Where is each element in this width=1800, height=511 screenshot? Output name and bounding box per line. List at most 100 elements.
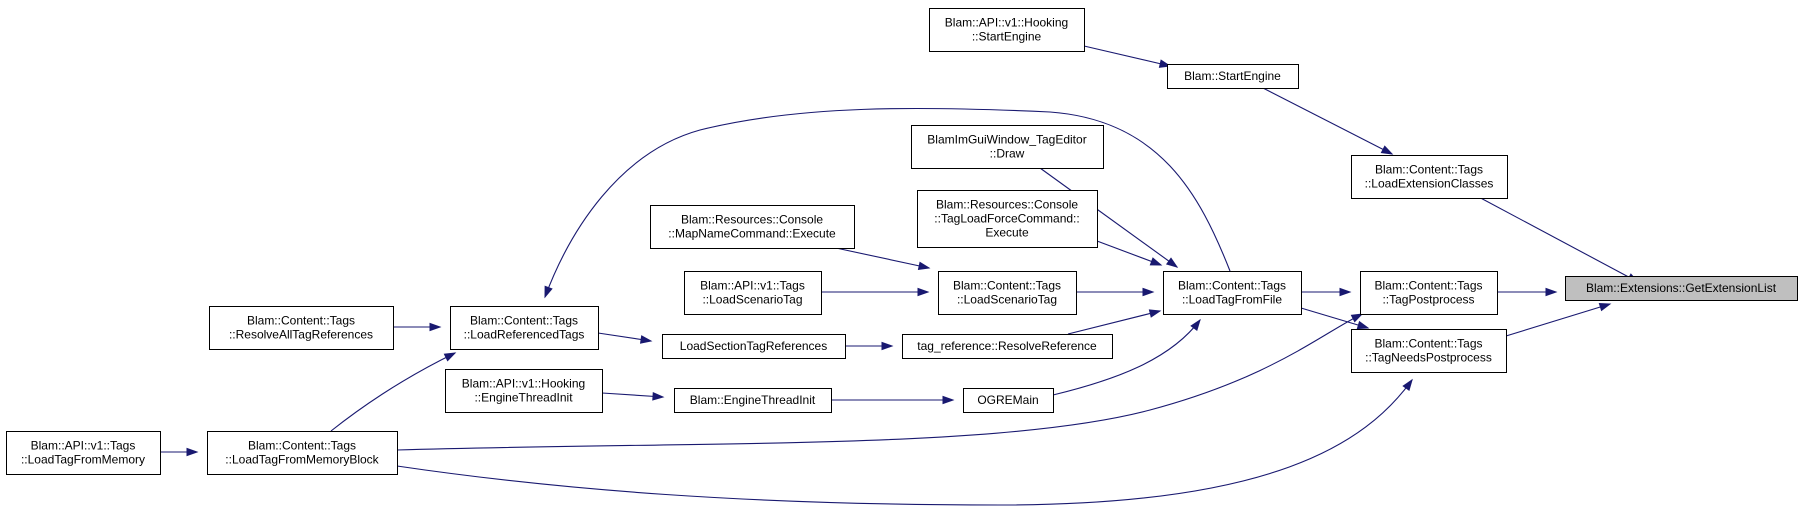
node-box — [650, 205, 855, 249]
node-engine-thread-init[interactable]: Blam::EngineThreadInit — [674, 388, 832, 413]
node-start-engine[interactable]: Blam::StartEngine — [1167, 64, 1299, 89]
node-box — [662, 334, 846, 359]
node-label-line: ::EngineThreadInit — [474, 391, 573, 405]
node-label-line: Blam::API::v1::Tags — [700, 279, 805, 293]
node-get-ext-list: Blam::Extensions::GetExtensionList — [1565, 276, 1798, 301]
node-label-line: ::LoadReferencedTags — [464, 328, 585, 342]
edge-line — [1096, 240, 1162, 266]
node-label-line: Blam::EngineThreadInit — [690, 393, 816, 407]
edge-engine_thread_init-to-ogre_main — [831, 395, 955, 405]
arrowhead — [1142, 287, 1155, 297]
node-label-line: BlamImGuiWindow_TagEditor — [927, 133, 1086, 147]
arrowhead — [1598, 302, 1612, 312]
node-box — [938, 271, 1077, 315]
node-api-load-tag-from-memory[interactable]: Blam::API::v1::Tags::LoadTagFromMemory — [6, 431, 161, 475]
node-label-line: ::TagPostprocess — [1382, 293, 1474, 307]
edge-load_scenario_tag-to-load_tag_from_file — [1076, 287, 1155, 297]
edge-gui_tag_editor_draw-to-load_tag_from_file — [1039, 167, 1179, 268]
node-api-start-engine[interactable]: Blam::API::v1::Hooking::StartEngine — [929, 8, 1085, 52]
node-resolve-all-tag-refs[interactable]: Blam::Content::Tags::ResolveAllTagRefere… — [209, 306, 394, 350]
arrowhead — [1190, 318, 1201, 331]
arrowhead — [881, 341, 894, 351]
edge-load_tag_from_file-to-load_referenced_tags — [544, 107, 1231, 299]
node-load-section-tag-refs[interactable]: LoadSectionTagReferences — [662, 334, 846, 359]
node-map-name-cmd[interactable]: Blam::Resources::Console::MapNameCommand… — [650, 205, 855, 249]
node-tag-load-force-cmd[interactable]: Blam::Resources::Console::TagLoadForceCo… — [917, 190, 1098, 248]
node-label-line: Blam::StartEngine — [1184, 69, 1281, 83]
node-load-referenced-tags[interactable]: Blam::Content::Tags::LoadReferencedTags — [450, 306, 599, 350]
node-box — [209, 306, 394, 350]
node-box — [684, 271, 822, 315]
node-label-line: ::StartEngine — [972, 30, 1042, 44]
edge-line — [396, 313, 1363, 451]
node-box — [917, 190, 1098, 248]
edge-load_tag_from_memory_block-to-load_referenced_tags — [330, 352, 457, 432]
arrowhead — [652, 392, 665, 401]
edge-line — [1083, 45, 1171, 67]
edge-load_tag_from_file-to-tag_needs_postprocess — [1300, 307, 1370, 330]
node-box — [674, 388, 832, 413]
node-box — [902, 334, 1113, 359]
edge-start_engine-to-load_ext_classes — [1262, 87, 1394, 155]
edge-load_tag_from_file-to-tag_postprocess — [1301, 287, 1352, 297]
node-resolve-reference[interactable]: tag_reference::ResolveReference — [902, 334, 1113, 359]
node-tag-needs-postprocess[interactable]: Blam::Content::Tags::TagNeedsPostprocess — [1351, 329, 1507, 373]
edge-api_engine_thread_init-to-engine_thread_init — [601, 392, 665, 401]
edge-tag_load_force_cmd-to-load_tag_from_file — [1096, 240, 1163, 266]
node-label-line: Blam::Extensions::GetExtensionList — [1586, 281, 1777, 295]
edge-api_start_engine-to-start_engine — [1083, 45, 1172, 68]
node-box — [1167, 64, 1299, 89]
edge-resolve_reference-to-load_tag_from_file — [1067, 309, 1162, 335]
node-label-line: LoadSectionTagReferences — [680, 339, 827, 353]
node-label-line: Blam::Content::Tags — [953, 279, 1061, 293]
node-load-scenario-tag[interactable]: Blam::Content::Tags::LoadScenarioTag — [938, 271, 1077, 315]
edge-line — [1505, 303, 1611, 337]
node-box — [207, 431, 398, 475]
node-tag-postprocess[interactable]: Blam::Content::Tags::TagPostprocess — [1360, 271, 1498, 315]
node-box — [929, 8, 1085, 52]
arrowhead — [429, 322, 442, 332]
node-label-line: Blam::API::v1::Hooking — [462, 377, 585, 391]
node-label-line: ::TagLoadForceCommand:: — [934, 212, 1079, 226]
edge-api_load_tag_from_memory-to-load_tag_from_memory_block — [160, 447, 199, 457]
node-label-line: ::LoadExtensionClasses — [1365, 177, 1494, 191]
node-label-line: Blam::Content::Tags — [1374, 337, 1482, 351]
node-label-line: Blam::API::v1::Hooking — [945, 16, 1068, 30]
arrowhead — [1356, 320, 1370, 330]
edge-load_section_tag_refs-to-resolve_reference — [845, 341, 894, 351]
nodes-layer: Blam::Extensions::GetExtensionListBlam::… — [6, 8, 1798, 475]
edge-line — [835, 247, 930, 269]
node-label-line: Blam::Resources::Console — [681, 213, 823, 227]
node-label-line: Blam::Content::Tags — [247, 314, 355, 328]
node-label-line: Blam::Resources::Console — [936, 198, 1078, 212]
edge-line — [1067, 310, 1161, 335]
node-api-engine-thread-init[interactable]: Blam::API::v1::Hooking::EngineThreadInit — [445, 369, 603, 413]
arrowhead — [917, 287, 930, 297]
edge-api_load_scenario_tag-to-load_scenario_tag — [821, 287, 930, 297]
arrowhead — [917, 261, 931, 271]
node-label-line: Blam::API::v1::Tags — [31, 439, 136, 453]
node-label-line: ::TagNeedsPostprocess — [1365, 351, 1492, 365]
node-label-line: ::LoadScenarioTag — [702, 293, 802, 307]
node-label-line: ::LoadTagFromMemoryBlock — [225, 453, 379, 467]
node-ogre-main[interactable]: OGREMain — [963, 388, 1054, 413]
node-box — [1565, 276, 1798, 301]
node-label-line: ::Draw — [990, 147, 1025, 161]
node-load-tag-from-memory-block[interactable]: Blam::Content::Tags::LoadTagFromMemoryBl… — [207, 431, 398, 475]
arrowhead — [942, 395, 955, 405]
node-label-line: Execute — [985, 226, 1029, 240]
edge-line — [1039, 167, 1178, 268]
node-api-load-scenario-tag[interactable]: Blam::API::v1::Tags::LoadScenarioTag — [684, 271, 822, 315]
edge-load_tag_from_memory_block-to-tag_postprocess — [396, 313, 1364, 451]
node-box — [1360, 271, 1498, 315]
node-box — [1163, 271, 1302, 315]
edge-load_referenced_tags-to-load_section_tag_refs — [597, 332, 653, 344]
node-load-ext-classes[interactable]: Blam::Content::Tags::LoadExtensionClasse… — [1351, 155, 1508, 199]
node-gui-tag-editor-draw[interactable]: BlamImGuiWindow_TagEditor::Draw — [911, 125, 1104, 169]
node-label-line: ::MapNameCommand::Execute — [668, 227, 836, 241]
edge-line — [544, 107, 1231, 298]
node-box — [911, 125, 1104, 169]
node-load-tag-from-file[interactable]: Blam::Content::Tags::LoadTagFromFile — [1163, 271, 1302, 315]
edge-load_ext_classes-to-get_ext_list — [1474, 194, 1640, 283]
